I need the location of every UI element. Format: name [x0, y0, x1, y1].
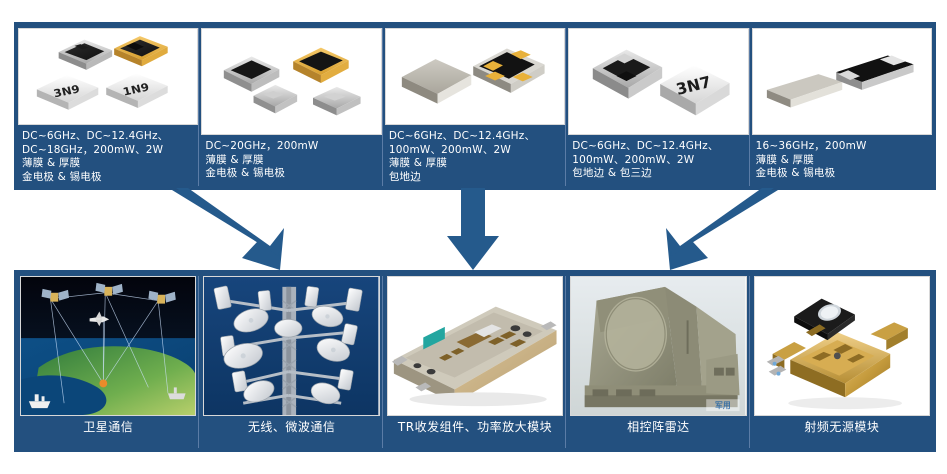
- application-image-5: [753, 276, 931, 416]
- product-card-1[interactable]: 3N9 1N9 DC~6GHz、DC~12.4GHz、 DC~18GHz，200…: [18, 28, 199, 186]
- product-image-5: [751, 28, 933, 135]
- application-card-1[interactable]: 卫星通信: [18, 276, 198, 448]
- arrow-center-vertical: [443, 188, 503, 273]
- application-card-list: 卫星通信: [14, 270, 936, 452]
- application-caption-3: TR收发组件、功率放大模块: [397, 420, 553, 434]
- svg-text:3N9: 3N9: [52, 83, 81, 100]
- product-spec-4: DC~6GHz、DC~12.4GHz、 100mW、200mW、2W 包地边 &…: [572, 140, 719, 179]
- arrow-right-diagonal: [650, 188, 800, 273]
- application-caption-4: 相控阵雷达: [627, 420, 690, 434]
- application-image-4: 军用: [570, 276, 747, 416]
- product-card-5[interactable]: 16~36GHz，200mW 薄膜 & 厚膜 金电极 & 锡电极: [748, 28, 933, 186]
- application-image-2: [203, 276, 380, 416]
- application-caption-5: 射频无源模块: [804, 420, 880, 434]
- application-card-4[interactable]: 军用 相控阵雷达: [565, 276, 748, 448]
- application-image-3: [386, 276, 564, 416]
- application-card-5[interactable]: 射频无源模块: [748, 276, 932, 448]
- svg-text:军用: 军用: [715, 401, 731, 410]
- product-card-3[interactable]: DC~6GHz、DC~12.4GHz、 100mW、200mW、2W 薄膜 & …: [381, 28, 566, 186]
- application-group: 卫星通信: [14, 270, 936, 452]
- application-card-2[interactable]: 无线、微波通信: [198, 276, 381, 448]
- product-group: 3N9 1N9 DC~6GHz、DC~12.4GHz、 DC~18GHz，200…: [14, 22, 936, 190]
- product-image-1: 3N9 1N9: [18, 28, 199, 125]
- svg-text:1N9: 1N9: [122, 81, 151, 98]
- product-spec-2: DC~20GHz，200mW 薄膜 & 厚膜 金电极 & 锡电极: [205, 140, 319, 179]
- product-card-2[interactable]: DC~20GHz，200mW 薄膜 & 厚膜 金电极 & 锡电极: [198, 28, 382, 186]
- product-spec-5: 16~36GHz，200mW 薄膜 & 厚膜 金电极 & 锡电极: [755, 140, 867, 179]
- arrow-left-diagonal: [150, 188, 300, 273]
- product-image-4: 3N7: [568, 28, 749, 135]
- product-image-2: [201, 28, 382, 135]
- product-spec-3: DC~6GHz、DC~12.4GHz、 100mW、200mW、2W 薄膜 & …: [388, 130, 536, 183]
- product-card-4[interactable]: 3N7 DC~6GHz、DC~12.4GHz、 100mW、200mW、2W 包…: [565, 28, 749, 186]
- application-card-3[interactable]: TR收发组件、功率放大模块: [381, 276, 565, 448]
- product-card-list: 3N9 1N9 DC~6GHz、DC~12.4GHz、 DC~18GHz，200…: [14, 22, 936, 190]
- product-image-3: [384, 28, 566, 125]
- application-image-1: [20, 276, 197, 416]
- product-spec-1: DC~6GHz、DC~12.4GHz、 DC~18GHz，200mW、2W 薄膜…: [22, 130, 169, 183]
- application-caption-2: 无线、微波通信: [247, 420, 336, 434]
- application-caption-1: 卫星通信: [83, 420, 134, 434]
